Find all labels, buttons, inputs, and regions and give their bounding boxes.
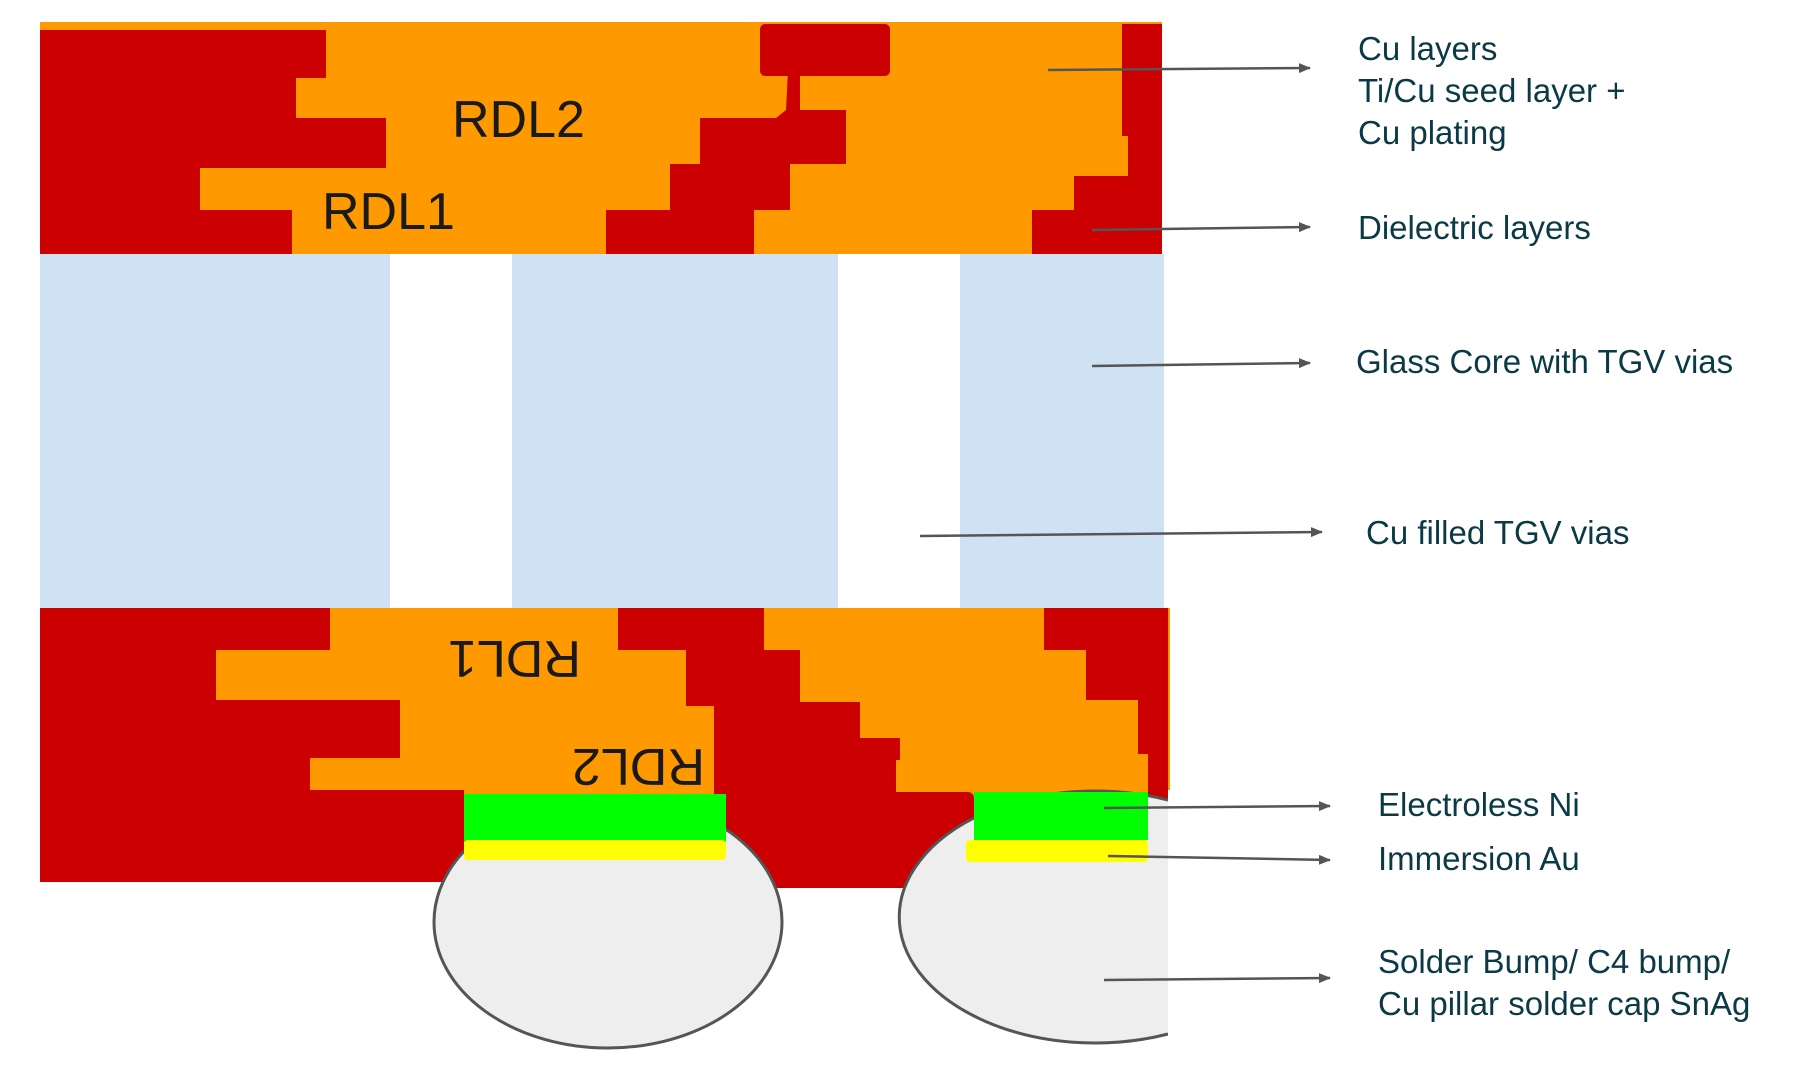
bottom-buildup: [40, 608, 1170, 888]
callout-solder-bump-line-1: Solder Bump/ C4 bump/: [1378, 943, 1731, 980]
immersion-au-right: [966, 840, 1148, 862]
top-rdl1-label: RDL1: [322, 183, 455, 241]
callout-electroless-ni: Electroless Ni: [1378, 784, 1580, 826]
solder-bump-right-cut: [1168, 790, 1174, 1050]
glass-core-right: [960, 254, 1164, 608]
callout-electroless-ni-line-1: Electroless Ni: [1378, 786, 1580, 823]
callout-cu-layers-line-3: Cu plating: [1358, 114, 1507, 151]
glass-core-middle: [512, 254, 838, 608]
callout-dielectric-layers: Dielectric layers: [1358, 207, 1591, 249]
top-rdl2-label: RDL2: [452, 91, 585, 149]
bottom-rdl1-label: RDL1: [448, 629, 581, 687]
callout-immersion-au-line-1: Immersion Au: [1378, 840, 1580, 877]
arrow-immersion-au: [1107, 854, 1331, 865]
bottom-middle-pad-dielectric: [726, 792, 974, 888]
top-right-dielectric: [1032, 24, 1162, 254]
arrow-cu-layers: [1047, 63, 1311, 74]
arrow-dielectric-layers: [1091, 222, 1311, 233]
arrow-solder-bump: [1103, 973, 1331, 984]
callout-cu-layers-line-1: Cu layers: [1358, 30, 1498, 67]
bottom-left-pad-dielectric: [40, 790, 464, 882]
callout-solder-bump: Solder Bump/ C4 bump/ Cu pillar solder c…: [1378, 941, 1750, 1025]
glass-core: [40, 254, 1164, 608]
callout-cu-filled-tgv-line-1: Cu filled TGV vias: [1366, 514, 1630, 551]
glass-core-left: [40, 254, 390, 608]
bottom-middle-dielectric: [618, 608, 900, 796]
bottom-left-dielectric: [40, 608, 400, 796]
electroless-ni-right: [974, 792, 1148, 840]
arrow-glass-core: [1091, 358, 1311, 369]
top-middle-dielectric: [606, 70, 846, 254]
callout-cu-layers: Cu layers Ti/Cu seed layer + Cu plating: [1358, 28, 1625, 154]
bottom-right-dielectric: [1044, 608, 1168, 796]
bottom-rdl2-label: RDL2: [572, 737, 705, 795]
top-middle-pad: [760, 24, 890, 76]
callout-dielectric-layers-line-1: Dielectric layers: [1358, 209, 1591, 246]
callout-arrows: [919, 63, 1331, 984]
callout-glass-core-line-1: Glass Core with TGV vias: [1356, 343, 1734, 380]
callout-cu-filled-tgv: Cu filled TGV vias: [1366, 512, 1629, 554]
callout-cu-layers-line-2: Ti/Cu seed layer +: [1358, 72, 1626, 109]
callout-immersion-au: Immersion Au: [1378, 838, 1580, 880]
top-left-dielectric: [40, 30, 386, 254]
callout-solder-bump-line-2: Cu pillar solder cap SnAg: [1378, 985, 1751, 1022]
immersion-au-left: [464, 840, 726, 860]
arrow-electroless-ni: [1103, 801, 1331, 812]
arrow-cu-filled-tgv: [919, 527, 1323, 538]
top-buildup: [40, 22, 1162, 254]
callout-glass-core: Glass Core with TGV vias: [1356, 341, 1733, 383]
pad-finish: [464, 792, 1148, 862]
electroless-ni-left: [464, 794, 726, 842]
